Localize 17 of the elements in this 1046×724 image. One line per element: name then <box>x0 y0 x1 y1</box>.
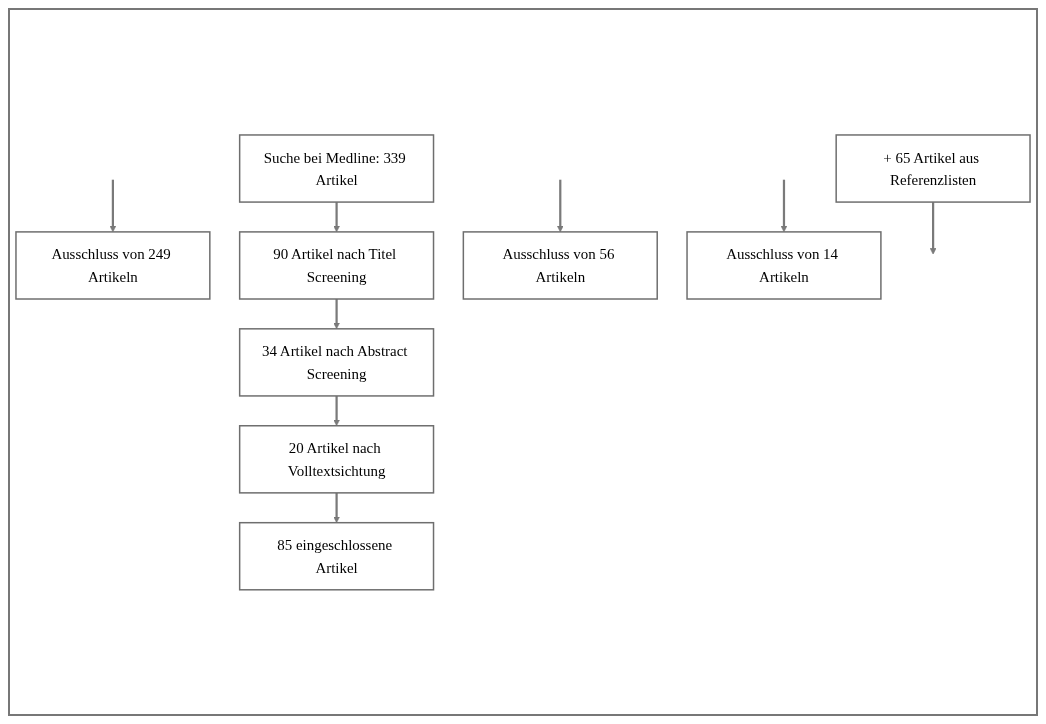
node-box: + 65 Artikel aus Referenzlisten <box>835 133 1031 203</box>
arrow <box>333 492 340 523</box>
node-box: 20 Artikel nach Volltextsichtung <box>238 424 435 494</box>
node-box: Ausschluss von 249 Artikeln <box>15 230 211 300</box>
node-box: Suche bei Medline: 339 Artikel <box>238 133 435 203</box>
arrow <box>929 201 937 255</box>
node-box: 90 Artikel nach Titel Screening <box>238 230 435 300</box>
node-box: Ausschluss von 14 Artikeln <box>686 230 882 300</box>
arrow <box>109 179 117 232</box>
node-box: Ausschluss von 56 Artikeln <box>462 230 658 300</box>
node-box: 34 Artikel nach Abstract Screening <box>238 327 435 397</box>
arrow <box>333 298 340 329</box>
arrow <box>333 395 340 426</box>
node-box: 85 eingeschlossene Artikel <box>238 521 435 591</box>
arrow <box>780 179 788 232</box>
arrow <box>557 179 564 232</box>
arrow <box>333 201 340 232</box>
